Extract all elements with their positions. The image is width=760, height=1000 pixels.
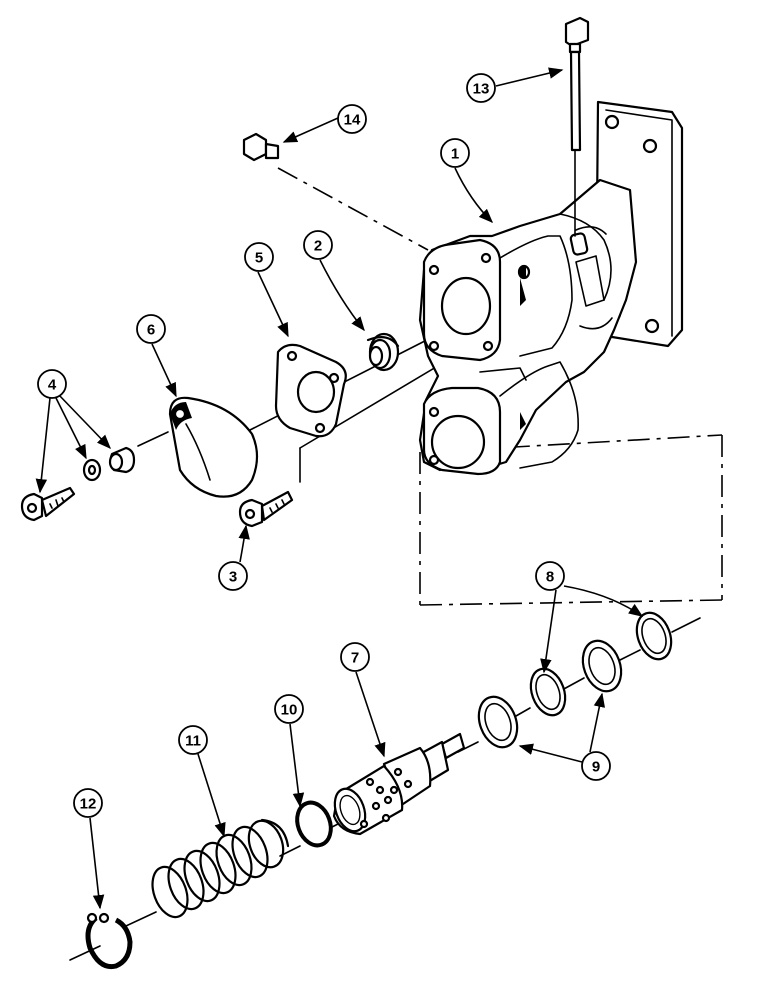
svg-text:11: 11 <box>185 733 201 750</box>
coil-spring <box>151 818 290 919</box>
svg-text:4: 4 <box>48 377 57 394</box>
svg-text:9: 9 <box>592 759 600 776</box>
callout-9: 9 <box>581 751 611 781</box>
callout-8: 8 <box>535 561 565 591</box>
valve-seat <box>366 332 400 372</box>
long-bolt <box>564 16 590 237</box>
svg-text:12: 12 <box>80 796 97 813</box>
valve-spool <box>332 732 466 836</box>
callout-5: 5 <box>244 242 274 272</box>
cover-plate <box>168 396 259 498</box>
o-ring <box>295 800 333 848</box>
callout-11: 11 <box>178 725 208 755</box>
callout-leaders <box>35 67 644 910</box>
svg-text:1: 1 <box>451 146 459 163</box>
callout-7: 7 <box>340 642 370 672</box>
callout-10: 10 <box>274 694 304 724</box>
cover-screw-assembly <box>20 446 136 522</box>
callout-3: 3 <box>218 561 248 591</box>
callout-12: 12 <box>73 788 103 818</box>
gasket <box>274 343 347 438</box>
callout-6: 6 <box>136 314 166 344</box>
flat-washers <box>477 639 623 749</box>
callout-13: 13 <box>466 73 496 103</box>
svg-text:2: 2 <box>314 238 322 255</box>
callout-2: 2 <box>303 230 333 260</box>
svg-text:14: 14 <box>344 112 361 129</box>
svg-text:8: 8 <box>546 569 554 586</box>
svg-text:3: 3 <box>229 569 237 586</box>
gasket-screw <box>238 490 294 528</box>
svg-text:13: 13 <box>473 81 490 98</box>
retaining-ring <box>85 912 133 970</box>
hex-bolt <box>242 132 280 162</box>
svg-text:10: 10 <box>281 702 298 719</box>
callout-14: 14 <box>337 104 367 134</box>
callout-1: 1 <box>440 138 470 168</box>
snap-rings <box>529 611 673 717</box>
svg-text:7: 7 <box>351 650 359 667</box>
svg-text:6: 6 <box>147 322 155 339</box>
svg-text:5: 5 <box>255 250 263 267</box>
callout-4: 4 <box>37 369 67 399</box>
valve-housing <box>418 100 684 476</box>
